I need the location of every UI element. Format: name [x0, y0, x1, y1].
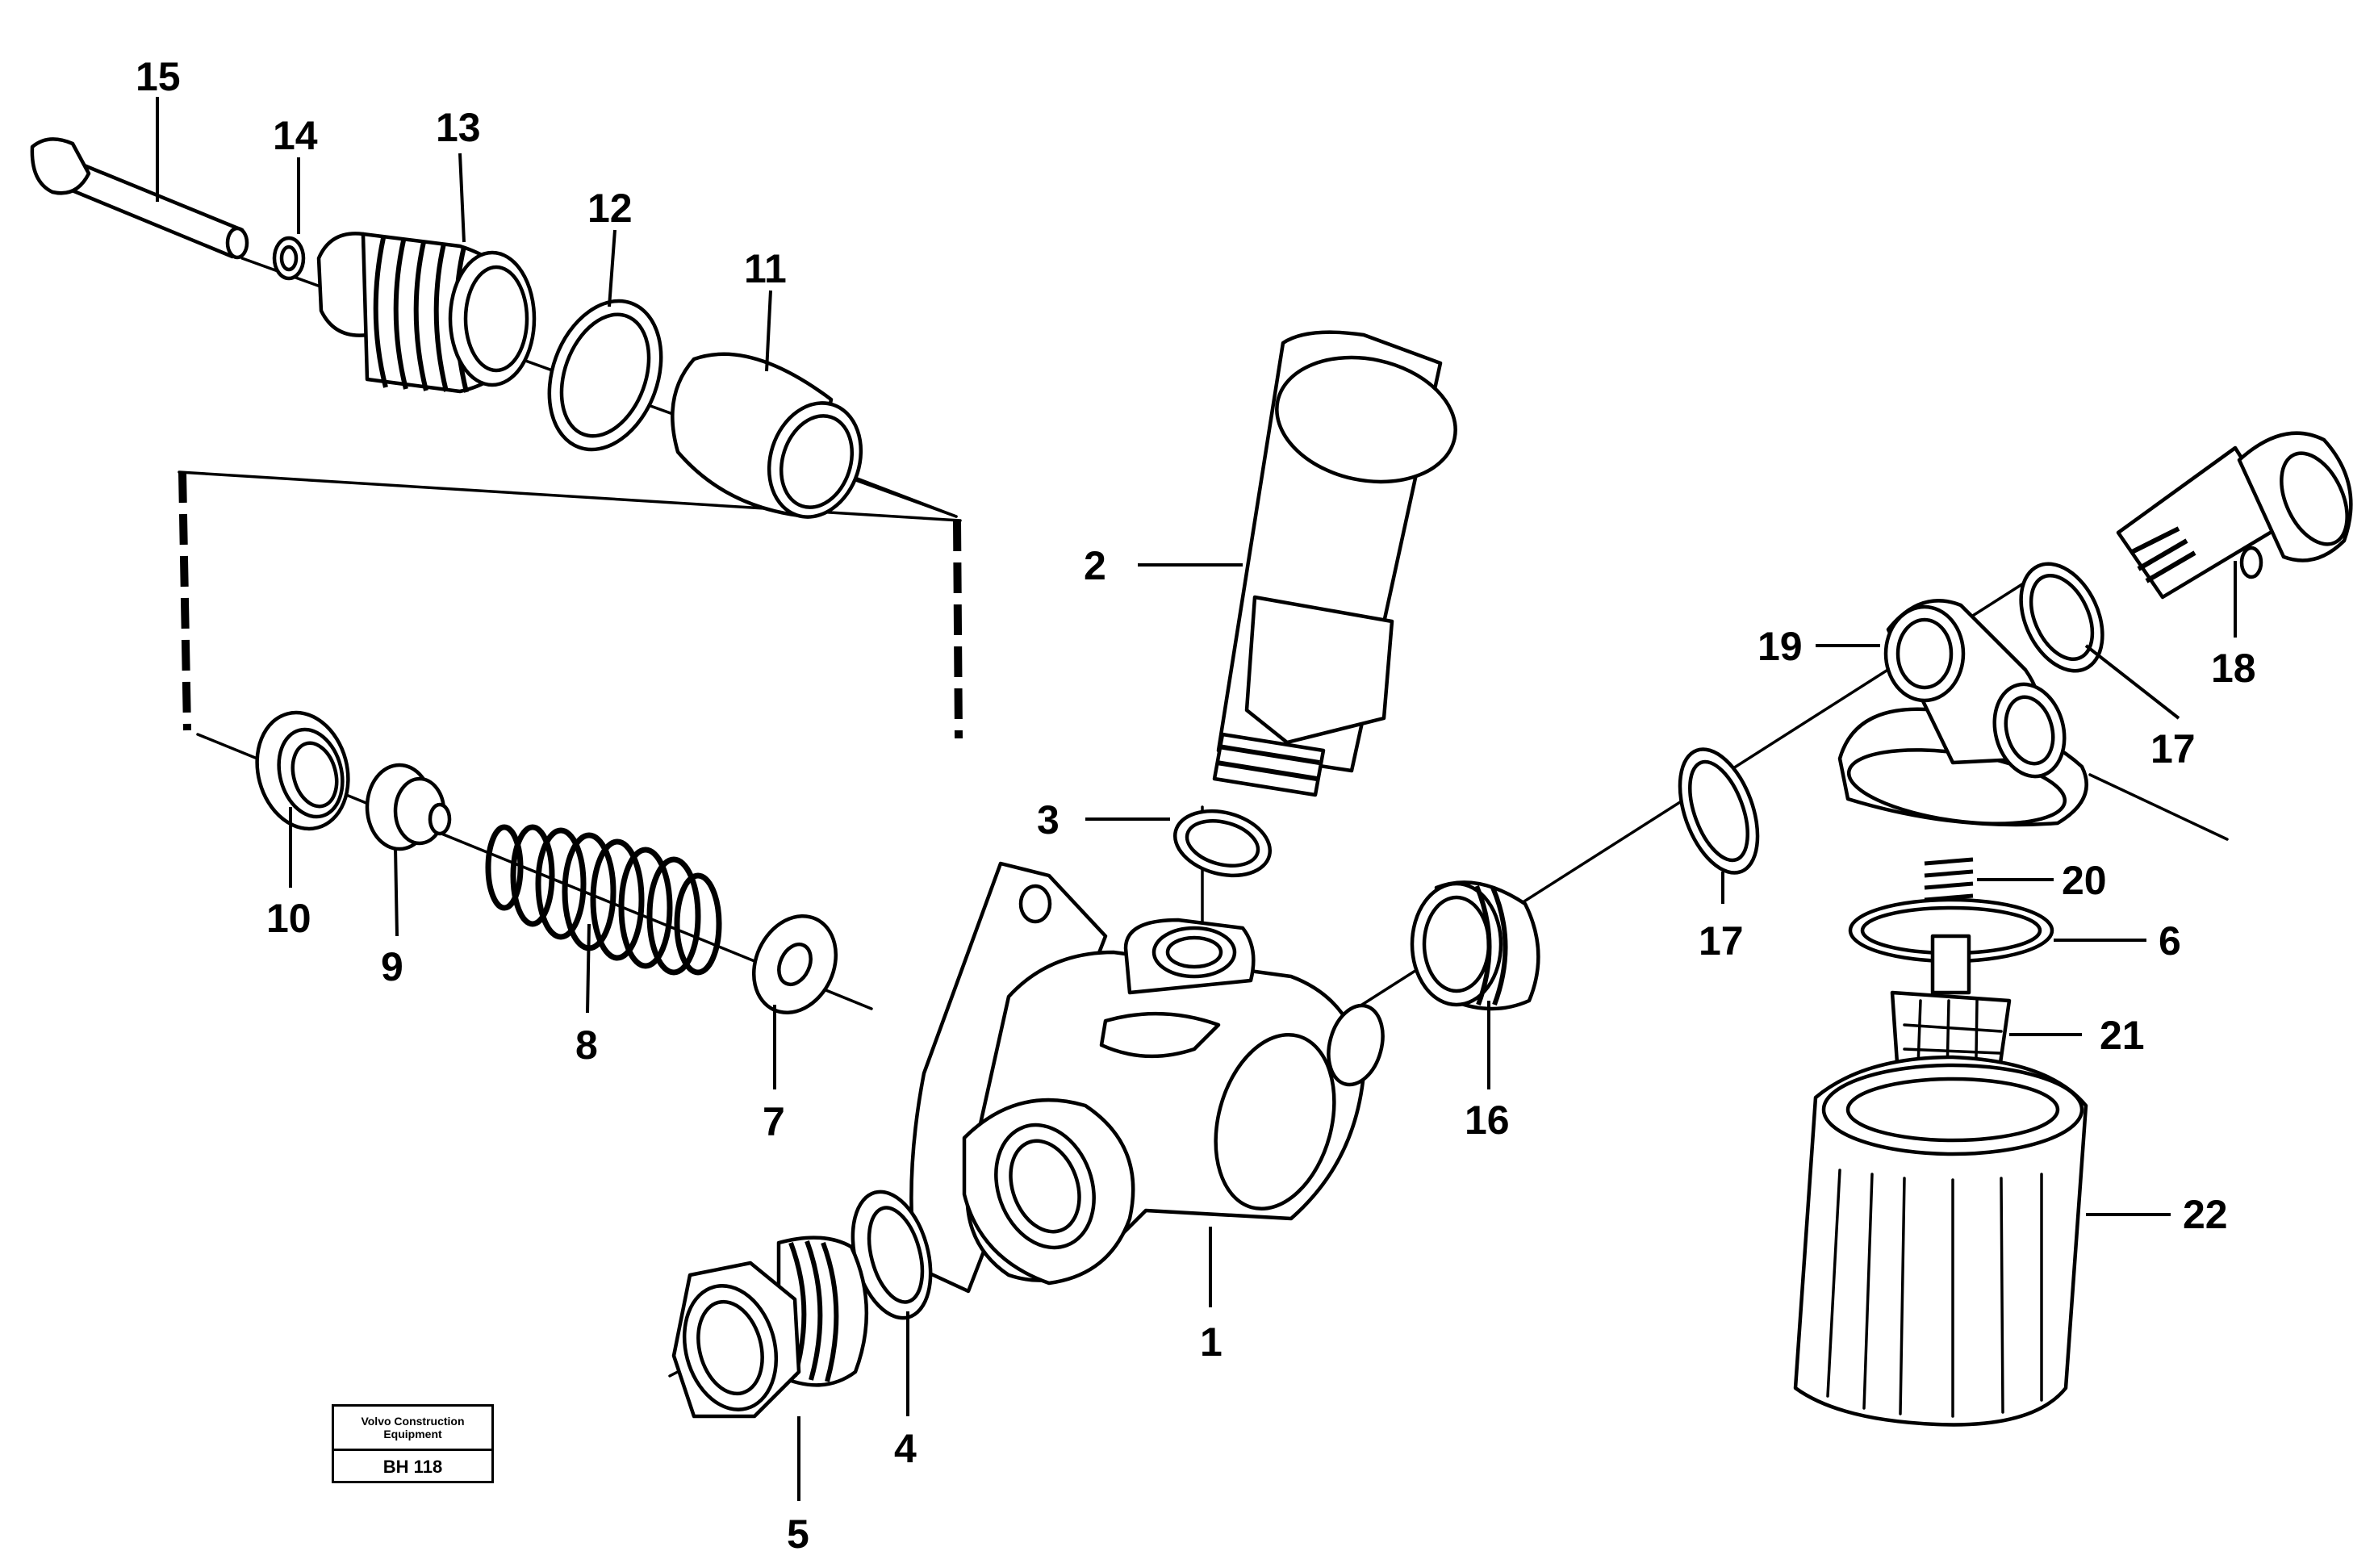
part-2-pressure-valve	[1212, 330, 1457, 797]
callout-7: 7	[763, 1099, 785, 1144]
part-22-filter-bowl	[1793, 1055, 2088, 1427]
callout-8: 8	[575, 1022, 598, 1068]
callout-20: 20	[2062, 858, 2107, 903]
callout-14: 14	[273, 113, 318, 158]
part-3-o-ring	[1172, 809, 1273, 878]
callout-13: 13	[436, 105, 481, 150]
callout-22: 22	[2183, 1192, 2228, 1237]
part-8-spring	[485, 824, 722, 976]
callout-19: 19	[1758, 624, 1803, 669]
part-1-pump-housing	[909, 861, 1385, 1294]
stamp-code: BH 118	[382, 1457, 443, 1477]
callout-9: 9	[381, 944, 403, 989]
callout-5: 5	[787, 1512, 809, 1557]
callout-11: 11	[744, 246, 787, 291]
callout-3: 3	[1037, 797, 1060, 843]
stamp-line-1: Volvo Construction	[361, 1415, 465, 1428]
callout-4: 4	[894, 1426, 917, 1471]
part-17-washer-upper	[2019, 562, 2104, 673]
callout-10: 10	[266, 896, 311, 941]
leader-lines	[156, 97, 2237, 1501]
part-13-threaded-plug	[316, 232, 537, 394]
part-5-union-nut	[671, 1236, 869, 1419]
callout-2: 2	[1084, 543, 1106, 588]
part-15-banjo-bolt	[30, 137, 249, 260]
callout-18: 18	[2211, 646, 2256, 691]
callout-17-upper: 17	[2150, 726, 2196, 771]
callout-labels: 15 14 13 12 11 2 3 10 9 8 7 1 4 5 16 17 …	[136, 54, 2256, 1557]
part-12-o-ring	[547, 299, 663, 452]
stamp-line-2: Equipment	[383, 1428, 442, 1440]
part-4-washer	[851, 1190, 933, 1320]
callout-16: 16	[1465, 1098, 1510, 1143]
part-19-filter-head	[1837, 599, 2088, 827]
part-10-valve-seat	[255, 710, 350, 831]
callout-21: 21	[2100, 1013, 2145, 1058]
callout-12: 12	[587, 186, 633, 231]
part-17-washer-lower	[1678, 747, 1760, 875]
part-11-sleeve	[671, 352, 863, 519]
reference-stamp: Volvo Construction Equipment BH 118	[332, 1404, 494, 1483]
callout-17-lower: 17	[1699, 918, 1744, 964]
part-18-banjo-bolt	[2116, 431, 2353, 600]
part-6-o-ring	[1848, 897, 2054, 964]
callout-15: 15	[136, 54, 181, 99]
part-7-washer	[751, 914, 838, 1014]
part-14-washer	[272, 236, 306, 281]
part-9-valve	[365, 763, 452, 851]
stamp-organization: Volvo Construction Equipment	[334, 1407, 491, 1451]
part-16-threaded-fitting	[1410, 880, 1540, 1011]
callout-1: 1	[1200, 1319, 1223, 1365]
part-20-spring	[1924, 857, 1974, 902]
callout-6: 6	[2159, 918, 2181, 964]
